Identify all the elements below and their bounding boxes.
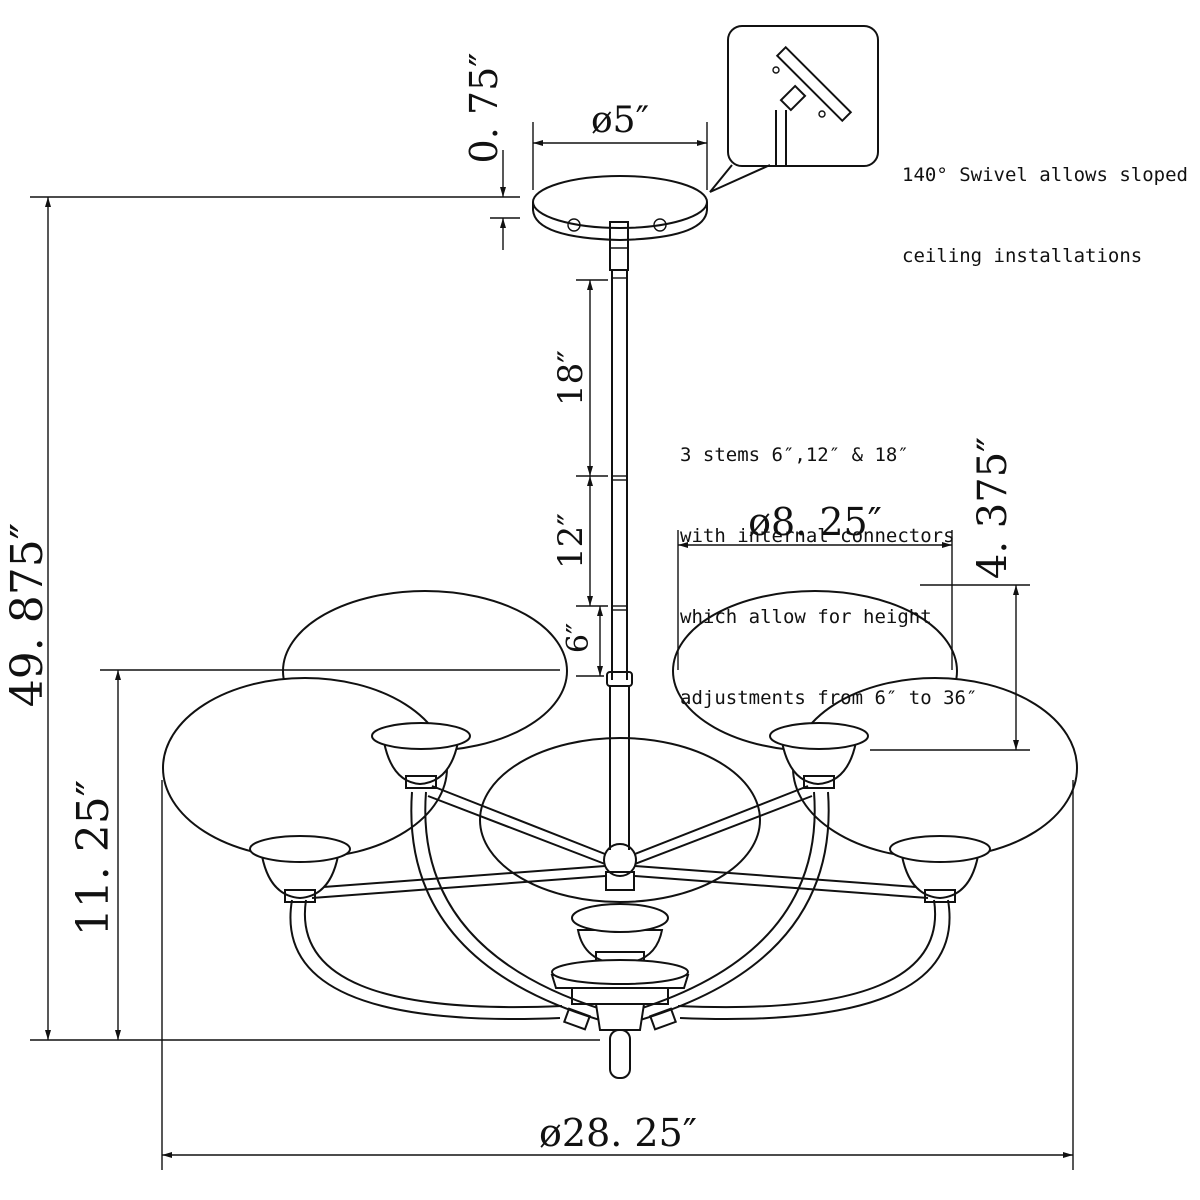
dim-body-height: 11. 25″ (68, 780, 119, 936)
stems-note-line-1: 3 stems 6″,12″ & 18″ (680, 444, 909, 466)
stems-note-line-3: which allow for height (680, 606, 932, 628)
cup-back-left (371, 722, 471, 789)
dim-shade-height: 4. 375″ (970, 437, 1016, 579)
dim-stem-12: 12″ (551, 513, 591, 569)
cup-front-left (249, 835, 351, 903)
swivel-detail (709, 25, 879, 193)
cup-back-right (769, 722, 869, 789)
center-body (550, 903, 690, 1079)
dim-stem-18: 18″ (551, 350, 591, 406)
swivel-note-line-2: ceiling installations (902, 245, 1143, 267)
light-cups (249, 722, 991, 903)
arms (309, 785, 931, 899)
dim-overall-height: 49. 875″ (2, 523, 53, 707)
swivel-note-line-1: 140° Swivel allows sloped (902, 164, 1188, 186)
down-rod (603, 221, 637, 891)
stems-note-line-4: adjustments from 6″ to 36″ (680, 687, 978, 709)
dimension-lines (45, 140, 1073, 1158)
dimension-labels: 0. 75″ ø5″ 49. 875″ 11. 25″ 18″ 12″ 6″ ø… (2, 53, 1016, 1155)
dim-stem-6: 6″ (561, 623, 596, 653)
shade-back-center (479, 737, 761, 903)
dim-overall-diameter: ø28. 25″ (539, 1111, 697, 1155)
dim-canopy-diameter: ø5″ (591, 100, 649, 141)
stems-note: 3 stems 6″,12″ & 18″ with internal conne… (680, 388, 977, 739)
canopy (532, 175, 708, 242)
stems-note-line-2: with internal connectors (680, 525, 955, 547)
dim-shade-diameter: ø8. 25″ (748, 500, 882, 544)
dim-canopy-height: 0. 75″ (462, 53, 506, 164)
curved-supports (289, 791, 951, 1021)
cup-front-right (889, 835, 991, 903)
swivel-note: 140° Swivel allows sloped ceiling instal… (902, 108, 1188, 297)
